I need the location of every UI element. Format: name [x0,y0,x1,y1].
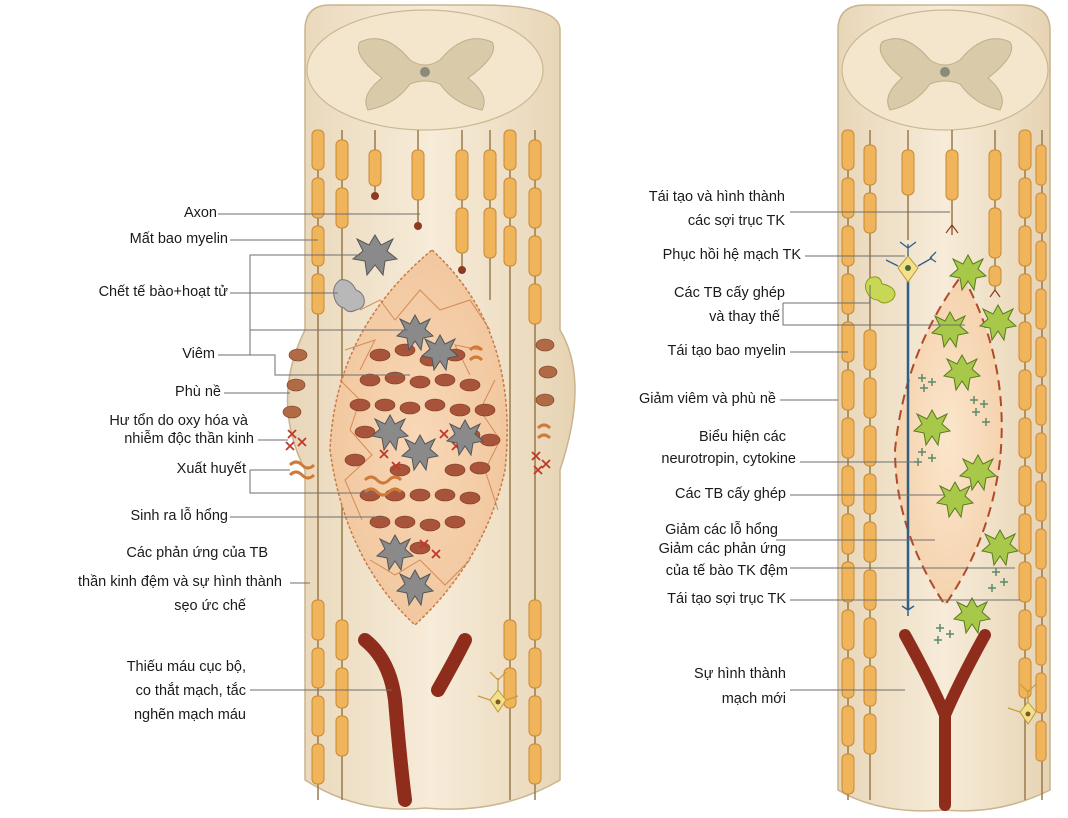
label-glial-1: Các phản ứng của TB [126,545,268,562]
label-reduce-cavity: Giảm các lỗ hổng [665,522,778,539]
label-axon: Axon [184,205,217,222]
label-neurotrophin-1: Biểu hiện các [699,429,786,446]
label-reduce-glial-1: Giảm các phản ứng [659,541,786,558]
label-ischemia-2: co thắt mạch, tắc [136,683,246,700]
label-remyelination: Tái tạo bao myelin [668,343,786,360]
label-glial-3: sẹo ức chế [174,598,246,615]
label-vascular: Phục hồi hệ mạch TK [663,247,801,264]
label-demyelination: Mất bao myelin [130,231,228,248]
label-reduce-inflammation: Giảm viêm và phù nề [639,391,776,408]
label-oxidative-2: nhiễm độc thần kinh [124,431,254,448]
label-angio-1: Sự hình thành [694,666,786,683]
label-edema: Phù nề [175,384,221,401]
label-grafted-cells: Các TB cấy ghép [675,486,786,503]
label-axon-regen: Tái tạo sợi trục TK [667,591,786,608]
label-regen-2: các sợi trục TK [688,213,785,230]
label-regen-1: Tái tạo và hình thành [649,189,785,206]
label-ischemia-1: Thiếu máu cục bộ, [127,659,246,676]
left-spinal-cord [283,5,575,809]
label-oxidative-1: Hư tổn do oxy hóa và [109,413,248,430]
label-cell-death: Chết tế bào+hoạt tử [99,284,228,301]
label-angio-2: mạch mới [722,691,786,708]
label-graft-1: Các TB cấy ghép [674,285,785,302]
label-graft-2: và thay thế [709,309,780,326]
label-hemorrhage: Xuất huyết [177,461,246,478]
label-inflammation: Viêm [182,346,215,363]
label-ischemia-3: nghẽn mạch máu [134,707,246,724]
label-reduce-glial-2: của tế bào TK đệm [666,563,788,580]
label-cavity: Sinh ra lỗ hổng [130,508,228,525]
label-neurotrophin-2: neurotropin, cytokine [661,451,796,468]
label-glial-2: thần kinh đệm và sự hình thành [78,574,282,591]
